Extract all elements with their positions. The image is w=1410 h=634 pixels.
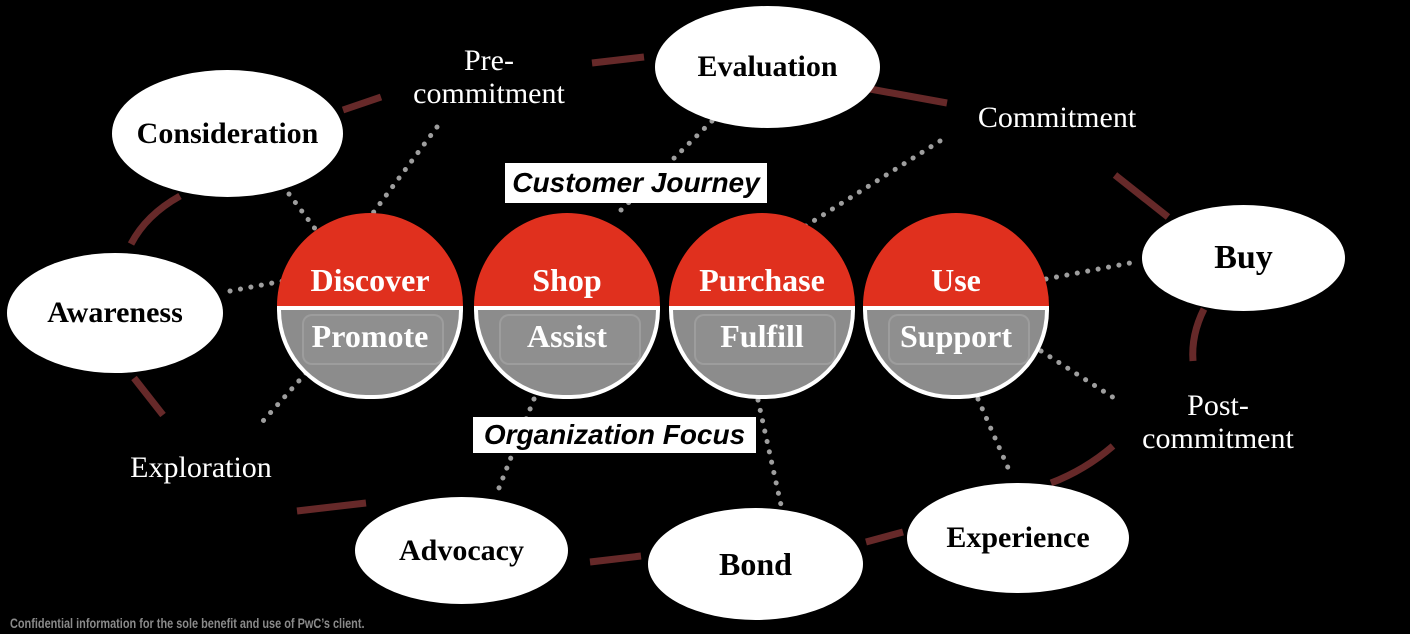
circle-label-discover: Discover: [310, 262, 430, 298]
circle-top-shop: Shop: [474, 213, 660, 306]
circle-label-support: Support: [899, 318, 1013, 354]
circle-divider: [474, 306, 660, 310]
stage-label-bond: Bond: [719, 546, 792, 582]
stage-ellipse-buy: Buy: [1142, 205, 1345, 311]
journey-circle-shop-assist: Shop Assist: [474, 213, 660, 399]
ring-segment-consideration-precommitment: [341, 93, 383, 114]
connector-awareness-discover: [227, 278, 286, 294]
circle-label-assist: Assist: [526, 318, 607, 354]
circle-divider: [669, 306, 855, 310]
phase-label-post-commitment: Post- commitment: [1142, 389, 1294, 455]
connector-consideration-discover: [286, 191, 322, 237]
journey-circle-purchase-fulfill: Purchase Fulfill: [669, 213, 855, 399]
stage-ellipse-awareness: Awareness: [7, 253, 223, 373]
ring-segment-exploration-awareness: [131, 375, 166, 418]
inner-rect-decoration: [302, 314, 444, 365]
circle-divider: [277, 306, 463, 310]
circle-bottom-support: Support: [863, 310, 1049, 399]
stage-ellipse-consideration: Consideration: [112, 70, 343, 197]
confidentiality-note: Confidential information for the sole be…: [10, 615, 365, 631]
connector-precommitment-discover: [370, 124, 440, 216]
journey-circle-use-support: Use Support: [863, 213, 1049, 399]
circle-label-promote: Promote: [311, 318, 429, 354]
stage-ellipse-evaluation: Evaluation: [655, 6, 880, 128]
ring-segment-precommitment-evaluation: [591, 53, 645, 67]
ring-segment-commitment-buy: [1112, 172, 1171, 220]
phase-label-pre-commitment: Pre- commitment: [413, 44, 565, 110]
stage-label-buy: Buy: [1214, 239, 1273, 276]
stage-label-awareness: Awareness: [47, 296, 183, 329]
ring-segment-buy-postcommitment: [1189, 307, 1208, 362]
circle-top-purchase: Purchase: [669, 213, 855, 306]
connector-promote-exploration: [260, 370, 309, 424]
circle-bottom-assist: Assist: [474, 310, 660, 399]
circle-bottom-promote: Promote: [277, 310, 463, 399]
phase-label-commitment: Commitment: [977, 101, 1137, 134]
ring-segment-advocacy-exploration: [296, 499, 367, 515]
circle-label-fulfill: Fulfill: [720, 318, 804, 354]
circle-label-purchase: Purchase: [699, 262, 825, 298]
customer-journey-title: Customer Journey: [505, 163, 767, 203]
ring-segment-bond-advocacy: [589, 552, 642, 566]
phase-label-exploration: Exploration: [130, 451, 272, 484]
circle-bottom-fulfill: Fulfill: [669, 310, 855, 399]
inner-rect-decoration: [694, 314, 836, 365]
stage-ellipse-advocacy: Advocacy: [355, 497, 568, 604]
connector-fulfill-bond: [755, 397, 784, 508]
connector-use-buy: [1043, 260, 1133, 282]
stage-label-advocacy: Advocacy: [399, 533, 524, 567]
circle-label-use: Use: [931, 262, 981, 298]
stage-ellipse-bond: Bond: [648, 508, 863, 620]
stage-ellipse-experience: Experience: [907, 483, 1129, 593]
inner-rect-decoration: [499, 314, 641, 365]
circle-divider: [863, 306, 1049, 310]
connector-support-postcommitment: [1038, 348, 1117, 401]
stage-label-consideration: Consideration: [136, 116, 319, 150]
journey-circle-discover-promote: Discover Promote: [277, 213, 463, 399]
ring-segment-experience-bond: [865, 528, 904, 546]
stage-label-experience: Experience: [946, 521, 1090, 554]
circle-top-use: Use: [863, 213, 1049, 306]
inner-rect-decoration: [888, 314, 1030, 365]
circle-label-shop: Shop: [532, 262, 602, 298]
ring-segment-evaluation-commitment: [869, 85, 948, 107]
circle-top-discover: Discover: [277, 213, 463, 306]
ring-segment-awareness-consideration: [127, 192, 182, 246]
organization-focus-title: Organization Focus: [473, 417, 756, 453]
stage-label-evaluation: Evaluation: [697, 50, 838, 83]
connector-support-experience: [975, 396, 1012, 473]
ring-segment-postcommitment-experience: [1049, 443, 1116, 487]
